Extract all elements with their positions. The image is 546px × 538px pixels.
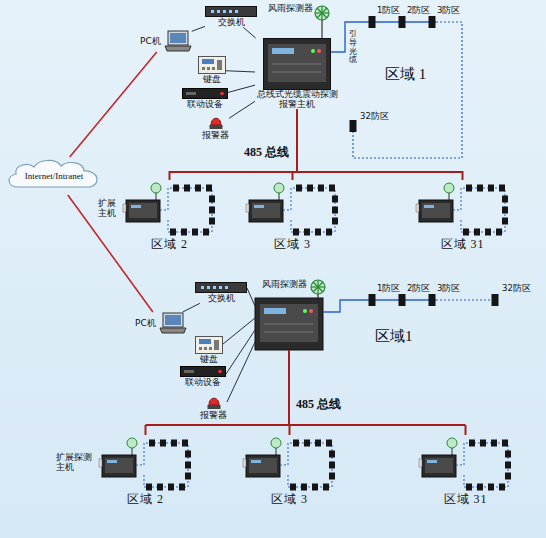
zone-node: 区域 3 (245, 180, 340, 252)
detection-host-symbol (263, 38, 331, 90)
device-wire (247, 288, 255, 306)
detection-host-node: 总线式光缆震动探测报警主机 (255, 38, 339, 110)
alarm-node: 报警器 (200, 394, 227, 420)
node-text: PC机 (140, 36, 161, 46)
node-text: 交换机 (218, 17, 245, 27)
weather-detector-symbol (311, 280, 325, 298)
zone-node: 区域 2 (122, 180, 217, 252)
node-text: 总线式光缆震动探测报警主机 (255, 90, 339, 110)
zone-sensor (350, 16, 436, 132)
sensing-fiber (436, 299, 495, 300)
zone-node: 区域 31 (418, 435, 513, 507)
zone-label: 1防区 (377, 284, 400, 294)
node-text: 联动设备 (187, 99, 223, 109)
bus-drop (289, 425, 291, 435)
connector-line (70, 52, 157, 157)
keyboard-node: 键盘 (198, 56, 226, 84)
node-text: 键盘 (200, 354, 218, 364)
zone-label: 32防区 (502, 284, 531, 294)
zone-label: 3防区 (437, 6, 460, 16)
zone-illustration (122, 180, 217, 238)
pc-node: PC机 (135, 312, 187, 334)
pc-node: PC机 (140, 30, 192, 52)
host-label: 扩展主机 (98, 198, 118, 219)
guide-fiber (331, 22, 436, 52)
linkage-device-node: 联动设备 (182, 88, 228, 109)
alarm-node: 报警器 (202, 114, 229, 140)
node-text: Internet/Intranet (25, 171, 83, 181)
bus-label: 485 总线 (244, 146, 289, 160)
node-text: 区域 31 (441, 238, 485, 252)
guide-fiber (323, 300, 436, 312)
network-cloud: Internet/Intranet (4, 157, 104, 195)
bus-line (288, 350, 290, 425)
zone-node: 区域 31 (415, 180, 510, 252)
zone-illustration (418, 435, 513, 493)
node-text: 键盘 (203, 74, 221, 84)
detector-label: 风雨探测器 (268, 4, 313, 14)
node-text: 交换机 (208, 293, 235, 303)
zone-label: 3防区 (437, 284, 460, 294)
connector-line (226, 71, 255, 72)
node-text: 报警器 (200, 410, 227, 420)
connector-line (243, 27, 255, 38)
keyboard-symbol (195, 336, 223, 354)
zone-illustration (98, 435, 193, 493)
linkage-device-symbol (180, 366, 226, 377)
switch-node: 交换机 (195, 282, 247, 303)
zone-illustration (415, 180, 510, 238)
wire-group (146, 288, 466, 435)
zone-label: 1防区 (377, 6, 400, 16)
node-text: 区域 3 (274, 238, 311, 252)
detection-host-symbol (255, 298, 323, 350)
connector-line (297, 110, 463, 180)
zone-node: 区域 3 (242, 435, 337, 507)
zone-sensor (369, 294, 499, 306)
region-label: 区域1 (375, 328, 413, 345)
sensing-fiber (353, 22, 462, 158)
zone-node: 区域 2 (98, 435, 193, 507)
linkage-device-node: 联动设备 (180, 366, 226, 387)
bus-line (146, 424, 466, 426)
device-wire (223, 318, 255, 344)
node-text: 区域 2 (151, 238, 188, 252)
zone-illustration (245, 180, 340, 238)
keyboard-symbol (198, 56, 226, 74)
zone-illustration (242, 435, 337, 493)
node-text: PC机 (135, 318, 156, 328)
node-text: 报警器 (202, 130, 229, 140)
detector-label: 风雨探测器 (262, 280, 307, 290)
node-text: 区域 3 (271, 493, 308, 507)
host-label: 扩展探测主机 (56, 452, 95, 473)
connector-line (229, 101, 255, 118)
connector-line (228, 85, 255, 92)
connector-line (170, 110, 298, 180)
switch-node: 交换机 (205, 6, 257, 27)
zone-label: 2防区 (407, 284, 430, 294)
linkage-device-symbol (182, 88, 228, 99)
switch-symbol (195, 282, 247, 293)
switch-symbol (205, 6, 257, 17)
zone-label: 32防区 (360, 112, 389, 122)
pc-symbol (164, 30, 192, 52)
zone-label: 2防区 (407, 6, 430, 16)
device-wire (227, 342, 255, 402)
connector-line (183, 303, 200, 312)
alarm-symbol (207, 394, 221, 410)
pc-symbol (159, 312, 187, 334)
connector-line (192, 26, 205, 31)
bus-label: 485 总线 (296, 398, 341, 412)
node-text: 区域 31 (444, 493, 488, 507)
alarm-symbol (209, 114, 223, 130)
bus-drop (465, 425, 467, 435)
weather-detector-symbol (315, 6, 329, 38)
node-text: 区域 2 (127, 493, 164, 507)
node-text: 联动设备 (185, 377, 221, 387)
fiber-label: 引导光缆 (349, 30, 357, 65)
bus-drop (145, 425, 147, 435)
keyboard-node: 键盘 (195, 336, 223, 364)
region-label: 区域 1 (385, 66, 426, 83)
